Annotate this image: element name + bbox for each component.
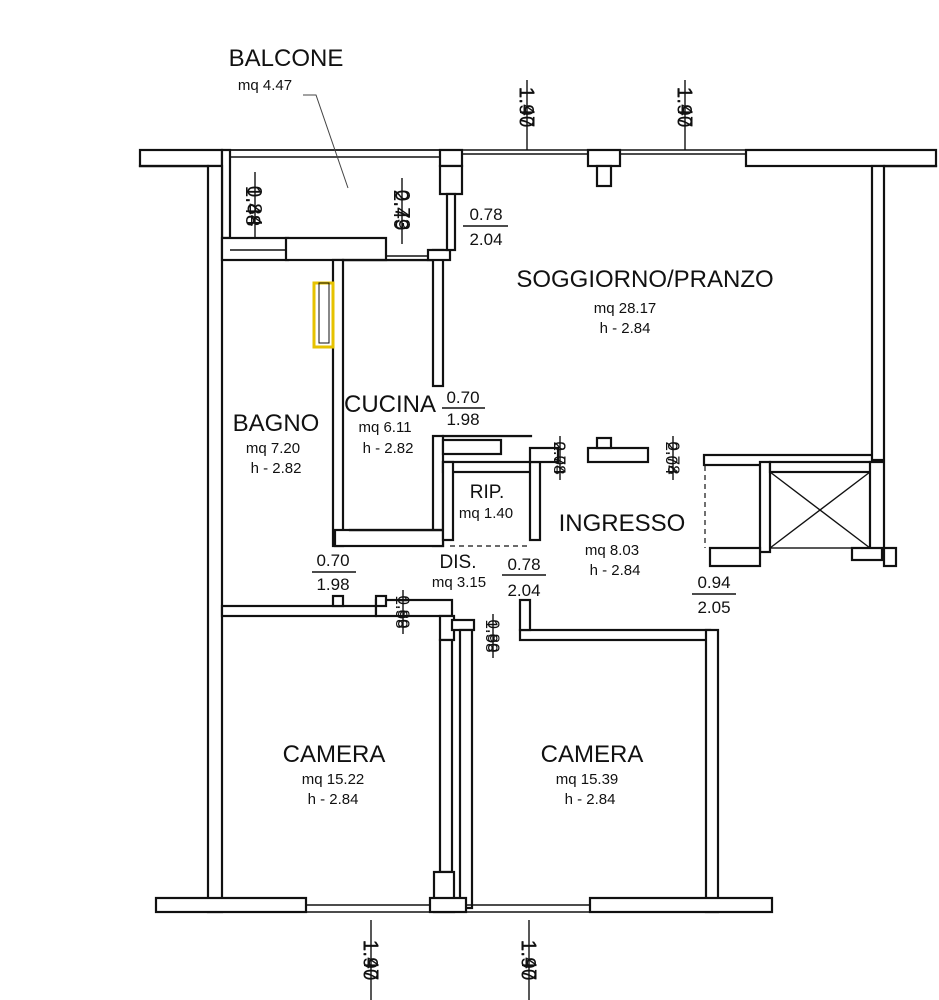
svg-text:mq 7.20: mq 7.20	[246, 440, 300, 457]
room-soggiorno: SOGGIORNO/PRANZO mq 28.17 h - 2.84	[516, 266, 773, 337]
room-camera-1: CAMERA mq 15.22 h - 2.84	[283, 741, 386, 808]
room-cucina: CUCINA mq 6.11 h - 2.82	[344, 391, 436, 457]
radiator-highlight	[312, 281, 335, 349]
svg-text:mq 15.22: mq 15.22	[302, 771, 365, 788]
svg-text:1.98: 1.98	[446, 410, 479, 429]
dim-ingresso-right-door: 2.04 0.78	[662, 436, 683, 480]
svg-text:SOGGIORNO/PRANZO: SOGGIORNO/PRANZO	[516, 266, 773, 293]
svg-text:h - 2.84: h - 2.84	[565, 791, 616, 808]
svg-text:0.78: 0.78	[664, 441, 683, 474]
svg-text:mq 8.03: mq 8.03	[585, 542, 639, 559]
svg-text:0.73: 0.73	[390, 190, 413, 231]
dim-balcone-right: 2.49 0.73	[389, 178, 413, 244]
svg-text:mq 3.15: mq 3.15	[432, 574, 486, 591]
svg-text:1.90: 1.90	[514, 87, 537, 128]
room-ingresso: INGRESSO mq 8.03 h - 2.84	[559, 510, 686, 579]
room-camera-2: CAMERA mq 15.39 h - 2.84	[541, 741, 644, 808]
walls	[138, 148, 938, 914]
svg-text:mq 28.17: mq 28.17	[594, 300, 657, 317]
room-balcone: BALCONE mq 4.47	[229, 45, 344, 94]
svg-text:1.98: 1.98	[482, 619, 501, 652]
svg-text:1.98: 1.98	[392, 595, 411, 628]
svg-text:BALCONE: BALCONE	[229, 45, 344, 72]
svg-text:0.78: 0.78	[507, 555, 540, 574]
dim-bottom-left-window: 1.47 1.90	[358, 920, 382, 1000]
dim-dis-door: 0.78 2.04	[502, 555, 546, 600]
svg-text:0.70: 0.70	[446, 388, 479, 407]
svg-text:2.04: 2.04	[662, 441, 681, 474]
svg-text:1.98: 1.98	[316, 575, 349, 594]
room-rip: RIP. mq 1.40	[459, 482, 513, 522]
svg-text:CAMERA: CAMERA	[283, 741, 386, 768]
svg-text:mq 6.11: mq 6.11	[358, 419, 411, 436]
svg-text:h - 2.84: h - 2.84	[590, 562, 641, 579]
room-dis: DIS. mq 3.15	[432, 552, 486, 591]
svg-text:0.80: 0.80	[394, 595, 413, 628]
windows	[230, 153, 746, 257]
svg-text:1.48: 1.48	[241, 186, 264, 227]
svg-text:0.94: 0.94	[697, 573, 730, 592]
svg-text:mq 4.47: mq 4.47	[238, 77, 292, 94]
dim-top-right-window: 1.47 1.90	[672, 80, 696, 150]
svg-text:2.05: 2.05	[697, 598, 730, 617]
svg-text:2.49: 2.49	[389, 190, 412, 231]
svg-text:RIP.: RIP.	[470, 482, 505, 503]
svg-text:1.90: 1.90	[358, 940, 381, 981]
svg-text:mq 15.39: mq 15.39	[556, 771, 619, 788]
svg-text:CAMERA: CAMERA	[541, 741, 644, 768]
svg-text:h - 2.82: h - 2.82	[251, 460, 302, 477]
dim-balcone-left: 1.48 0.84	[241, 172, 265, 238]
svg-text:mq 1.40: mq 1.40	[459, 505, 513, 522]
dim-balcone-door: 0.78 2.04	[463, 205, 508, 249]
svg-text:BAGNO: BAGNO	[233, 410, 320, 437]
dim-bottom-right-window: 1.47 1.90	[516, 920, 540, 1000]
svg-text:CUCINA: CUCINA	[344, 391, 436, 418]
svg-text:2.04: 2.04	[507, 581, 540, 600]
svg-text:2.04: 2.04	[469, 230, 502, 249]
elevator-shaft	[769, 471, 871, 549]
dim-top-left-window: 1.47 1.90	[514, 80, 538, 150]
svg-text:INGRESSO: INGRESSO	[559, 510, 686, 537]
svg-text:h - 2.84: h - 2.84	[600, 320, 651, 337]
dim-camera1-door: 1.98 0.80	[392, 590, 413, 634]
svg-text:1.90: 1.90	[516, 940, 539, 981]
svg-text:1.90: 1.90	[672, 87, 695, 128]
svg-text:0.70: 0.70	[316, 551, 349, 570]
svg-text:0.80: 0.80	[484, 619, 503, 652]
svg-text:h - 2.84: h - 2.84	[308, 791, 359, 808]
svg-text:0.78: 0.78	[469, 205, 502, 224]
svg-text:DIS.: DIS.	[440, 552, 477, 573]
svg-text:h - 2.82: h - 2.82	[363, 440, 414, 457]
svg-text:0.84: 0.84	[242, 186, 265, 227]
dim-bagno-door: 0.70 1.98	[312, 551, 356, 594]
svg-text:0.78: 0.78	[550, 441, 569, 474]
dim-entrance-door: 0.94 2.05	[692, 573, 736, 617]
dim-ingresso-left-door: 2.04 0.78	[550, 436, 569, 480]
room-bagno: BAGNO mq 7.20 h - 2.82	[233, 410, 320, 477]
dim-cucina-door: 0.70 1.98	[442, 388, 485, 429]
dim-camera2-door: 1.98 0.80	[482, 614, 503, 658]
